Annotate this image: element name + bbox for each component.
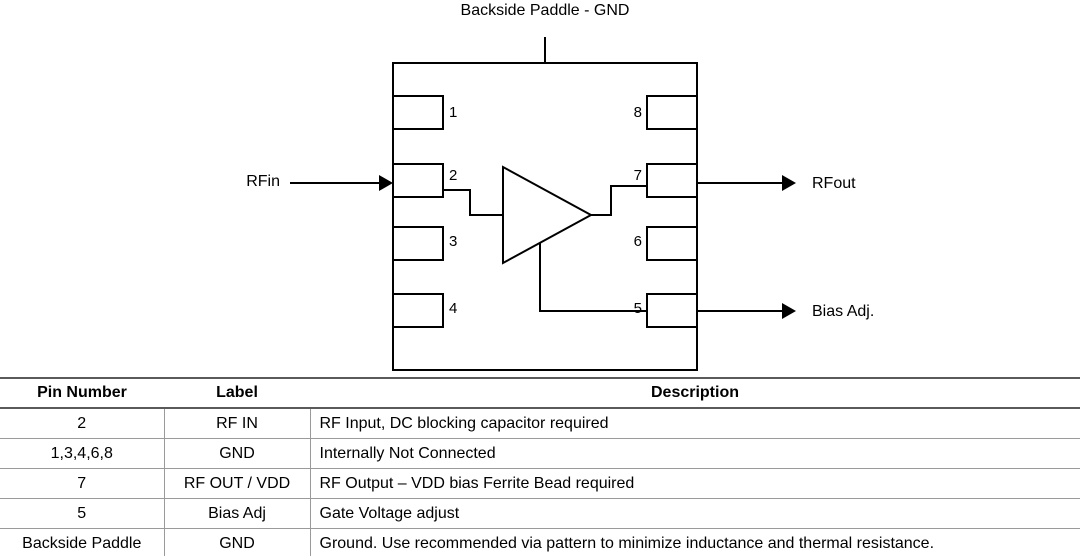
description-cell: RF Output – VDD bias Ferrite Bead requir… (310, 468, 1080, 499)
bias-arrowhead-icon (782, 303, 796, 319)
pin-number-cell: 7 (0, 468, 165, 499)
rfin-label: RFin (246, 173, 280, 190)
pinout-svg (290, 37, 796, 371)
pin2-to-amp-wire (443, 189, 503, 216)
description-cell: Internally Not Connected (310, 438, 1080, 469)
pin5-number: 5 (633, 300, 642, 317)
pin2-box (392, 163, 444, 198)
pin6-number: 6 (633, 233, 642, 250)
pin-label-cell: GND (164, 438, 311, 469)
pin4-box (392, 293, 444, 328)
pin-label-cell: RF IN (164, 408, 311, 439)
bias-adj-label: Bias Adj. (812, 303, 875, 320)
package-outline (392, 62, 698, 371)
description-cell: Ground. Use recommended via pattern to m… (310, 528, 1080, 556)
amp-to-pin7-wire (591, 185, 647, 216)
pin-label-cell: RF OUT / VDD (164, 468, 311, 499)
rfout-arrowhead-icon (782, 175, 796, 191)
pin4-number: 4 (449, 300, 458, 317)
pin-number-cell: 5 (0, 498, 165, 529)
rfin-arrowhead-icon (379, 175, 393, 191)
pin6-box (646, 226, 698, 261)
amplifier-triangle (502, 165, 594, 265)
pin8-number: 8 (633, 104, 642, 121)
pin8-box (646, 95, 698, 130)
label-header: Label (164, 377, 310, 409)
pin3-number: 3 (449, 233, 458, 250)
pin-number-cell: 1,3,4,6,8 (0, 438, 165, 469)
pin-number-cell: Backside Paddle (0, 528, 165, 556)
pin-description-table: Pin Number Label Description 2 RF IN RF … (0, 377, 1080, 556)
description-cell: RF Input, DC blocking capacitor required (310, 408, 1080, 439)
pin2-number: 2 (449, 167, 458, 184)
table-row: 1,3,4,6,8 GND Internally Not Connected (0, 438, 1080, 469)
pin1-number: 1 (449, 104, 458, 121)
pin1-box (392, 95, 444, 130)
pin7-box (646, 163, 698, 198)
description-cell: Gate Voltage adjust (310, 498, 1080, 529)
pin-label-cell: GND (164, 528, 311, 556)
amp-to-pin5-wire (539, 243, 647, 312)
table-row: 2 RF IN RF Input, DC blocking capacitor … (0, 408, 1080, 439)
table-row: 7 RF OUT / VDD RF Output – VDD bias Ferr… (0, 468, 1080, 499)
pin-number-header: Pin Number (0, 377, 164, 409)
table-header-row: Pin Number Label Description (0, 377, 1080, 409)
pin-label-cell: Bias Adj (164, 498, 311, 529)
table-row: Backside Paddle GND Ground. Use recommen… (0, 528, 1080, 556)
description-header: Description (310, 377, 1080, 409)
pin7-number: 7 (633, 167, 642, 184)
table-row: 5 Bias Adj Gate Voltage adjust (0, 498, 1080, 529)
backside-paddle-label: Backside Paddle - GND (460, 2, 630, 19)
pin-number-cell: 2 (0, 408, 165, 439)
pin5-box (646, 293, 698, 328)
pin3-box (392, 226, 444, 261)
rfout-label: RFout (812, 175, 856, 192)
